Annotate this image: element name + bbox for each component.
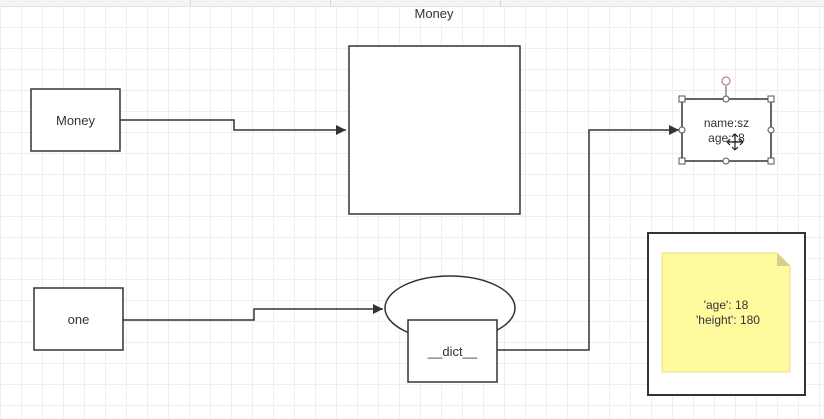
resize-handle[interactable] bbox=[678, 126, 686, 134]
move-cursor-icon bbox=[726, 133, 744, 151]
resize-handle[interactable] bbox=[722, 157, 730, 165]
dict-node-label: __dict__ bbox=[427, 344, 478, 359]
tab-strip bbox=[0, 0, 824, 7]
attrs-node[interactable]: name:sz age:18 bbox=[681, 98, 772, 162]
rotate-handle[interactable] bbox=[721, 76, 731, 86]
page-title: Money bbox=[414, 6, 454, 21]
tab-separator bbox=[190, 0, 191, 6]
dict-node[interactable]: __dict__ bbox=[407, 319, 498, 383]
money-node[interactable]: Money bbox=[30, 88, 121, 152]
resize-handle[interactable] bbox=[678, 95, 686, 103]
tab-separator bbox=[500, 0, 501, 6]
note-line-age: 'age': 18 bbox=[704, 298, 749, 312]
note-fold-corner bbox=[777, 253, 790, 266]
connector-money-to-class-box[interactable] bbox=[120, 119, 346, 135]
resize-handle[interactable] bbox=[767, 95, 775, 103]
money-node-label: Money bbox=[56, 113, 96, 128]
resize-handle[interactable] bbox=[767, 157, 775, 165]
tab-separator bbox=[330, 0, 331, 6]
connector-one-to-instance[interactable] bbox=[123, 304, 383, 321]
one-node[interactable]: one bbox=[33, 287, 124, 351]
connector-dict-to-attrs[interactable] bbox=[497, 125, 679, 351]
attrs-line-age: age:18 bbox=[708, 131, 745, 145]
selection-handles[interactable] bbox=[678, 76, 775, 165]
sticky-note[interactable]: 'age': 18 'height': 180 bbox=[661, 252, 791, 373]
class-box[interactable] bbox=[348, 45, 521, 215]
resize-handle[interactable] bbox=[722, 95, 730, 103]
attrs-line-name: name:sz bbox=[704, 116, 749, 130]
one-node-label: one bbox=[68, 312, 90, 327]
resize-handle[interactable] bbox=[678, 157, 686, 165]
note-line-height: 'height': 180 bbox=[696, 313, 760, 327]
resize-handle[interactable] bbox=[767, 126, 775, 134]
